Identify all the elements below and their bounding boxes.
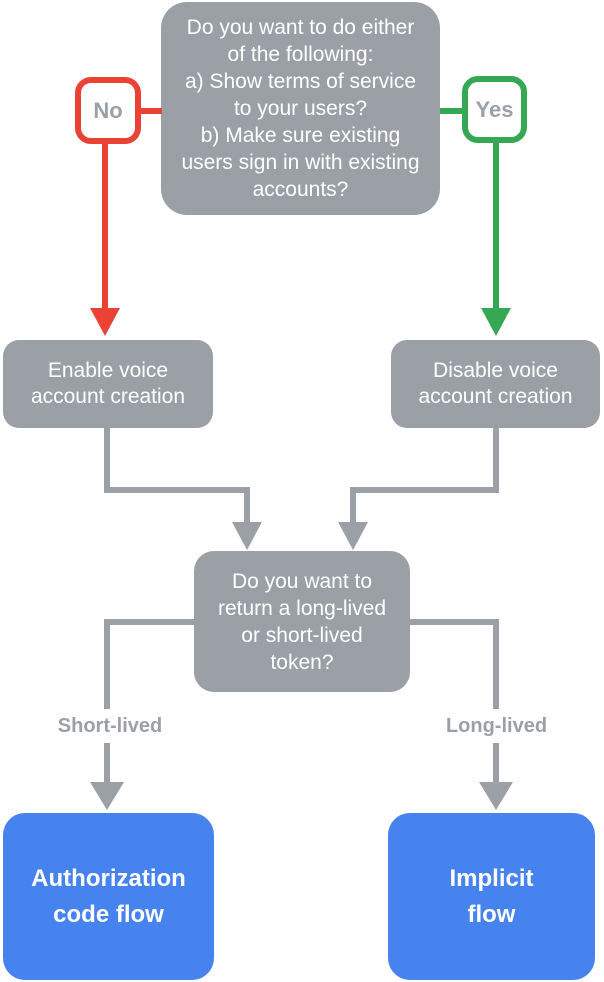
enable-voice-node: Enable voice account creation — [3, 340, 213, 428]
disable-voice-node: Disable voice account creation — [391, 340, 600, 428]
yes-edge-vertical-line — [493, 142, 499, 309]
arrow-down-red-icon — [90, 308, 120, 336]
long-lived-branch-horizontal-line — [410, 619, 499, 625]
arrow-down-gray-icon — [479, 782, 513, 810]
no-decision-badge: No — [75, 77, 141, 144]
no-edge-vertical-line — [102, 143, 108, 309]
short-lived-edge-label: Short-lived — [20, 709, 200, 743]
arrow-down-green-icon — [481, 308, 511, 336]
arrow-down-gray-icon — [338, 522, 368, 550]
token-question-text: Do you want to return a long-lived or sh… — [217, 569, 387, 674]
top-question-node: Do you want to do either of the followin… — [161, 2, 440, 215]
long-lived-branch-vertical-line — [493, 619, 499, 784]
enable-voice-text: Enable voice account creation — [30, 359, 186, 408]
authorization-code-flow-node: Authorization code flow — [3, 813, 214, 980]
left-elbow-vertical-line — [104, 428, 110, 490]
right-elbow-horizontal-line — [353, 487, 499, 493]
implicit-flow-text: Implicit flow — [449, 864, 534, 928]
short-lived-branch-horizontal-line — [104, 619, 194, 625]
long-lived-edge-label: Long-lived — [410, 709, 583, 743]
arrow-down-gray-icon — [90, 782, 124, 810]
left-elbow-horizontal-line — [104, 487, 250, 493]
no-badge-label: No — [93, 97, 123, 123]
short-lived-branch-vertical-line — [104, 619, 110, 784]
implicit-flow-node: Implicit flow — [388, 813, 595, 980]
long-lived-label-text: Long-lived — [445, 714, 548, 737]
no-edge-horizontal-line — [140, 108, 162, 114]
top-question-text: Do you want to do either of the followin… — [181, 16, 420, 201]
right-elbow-drop-line — [350, 487, 356, 525]
yes-edge-horizontal-line — [440, 108, 463, 114]
right-elbow-vertical-line — [493, 428, 499, 490]
yes-decision-badge: Yes — [462, 76, 527, 143]
left-elbow-drop-line — [244, 487, 250, 525]
yes-badge-label: Yes — [475, 96, 514, 122]
arrow-down-gray-icon — [232, 522, 262, 550]
short-lived-label-text: Short-lived — [57, 714, 163, 737]
disable-voice-text: Disable voice account creation — [418, 359, 573, 408]
authorization-code-flow-text: Authorization code flow — [31, 864, 186, 928]
token-question-node: Do you want to return a long-lived or sh… — [194, 551, 410, 692]
